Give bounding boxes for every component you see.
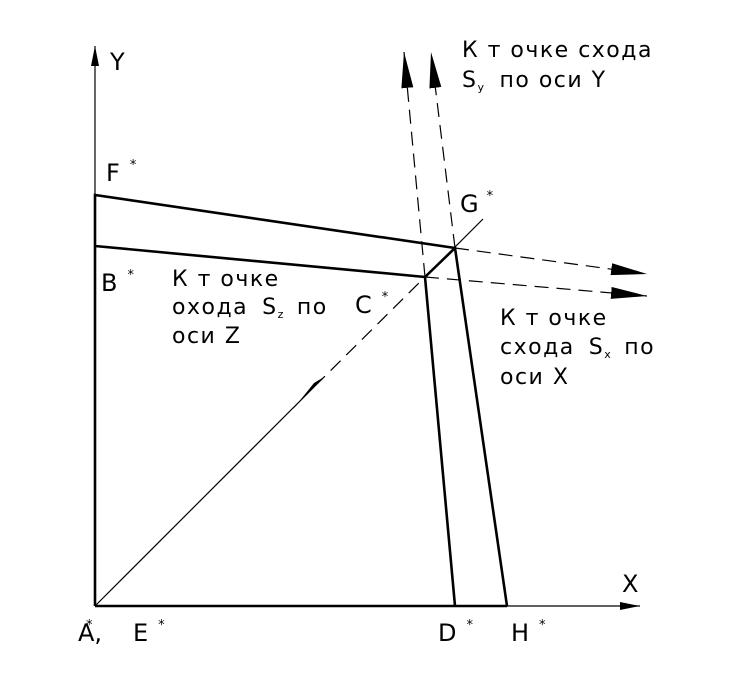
diagonal-a-c-dashed	[314, 276, 426, 387]
point-label-f: F*	[106, 158, 137, 187]
vanish-y-arrow-left	[401, 51, 426, 278]
svg-text:К т очке: К т очке	[500, 306, 608, 331]
svg-text:оси X: оси X	[500, 365, 569, 390]
edge-c-d	[423, 276, 457, 607]
point-label-a: A,*	[78, 618, 102, 647]
point-label-d: D*	[438, 618, 473, 647]
svg-text:К т очке схода: К т очке схода	[462, 38, 653, 63]
vanish-x-arrow-lower	[424, 276, 648, 299]
point-label-e: E*	[133, 618, 165, 647]
svg-text:К т очке: К т очке	[172, 267, 280, 292]
x-axis-label: X	[622, 570, 638, 598]
front-face-outline	[93, 193, 509, 607]
g-extension-line	[424, 218, 484, 278]
vanish-x-arrow-upper	[454, 247, 648, 276]
edge-b-c	[94, 244, 426, 279]
point-label-g: G*	[460, 189, 494, 218]
svg-text:оси Z: оси Z	[172, 324, 241, 349]
y-axis-label: Y	[109, 48, 125, 76]
vanish-y-arrow-right	[429, 51, 456, 249]
point-label-b: B*	[101, 268, 134, 297]
point-label-h: H*	[511, 618, 546, 647]
direction-arrow-z	[293, 377, 324, 409]
point-label-c: C*	[355, 290, 389, 319]
diagonal-a-c-solid	[94, 385, 316, 607]
